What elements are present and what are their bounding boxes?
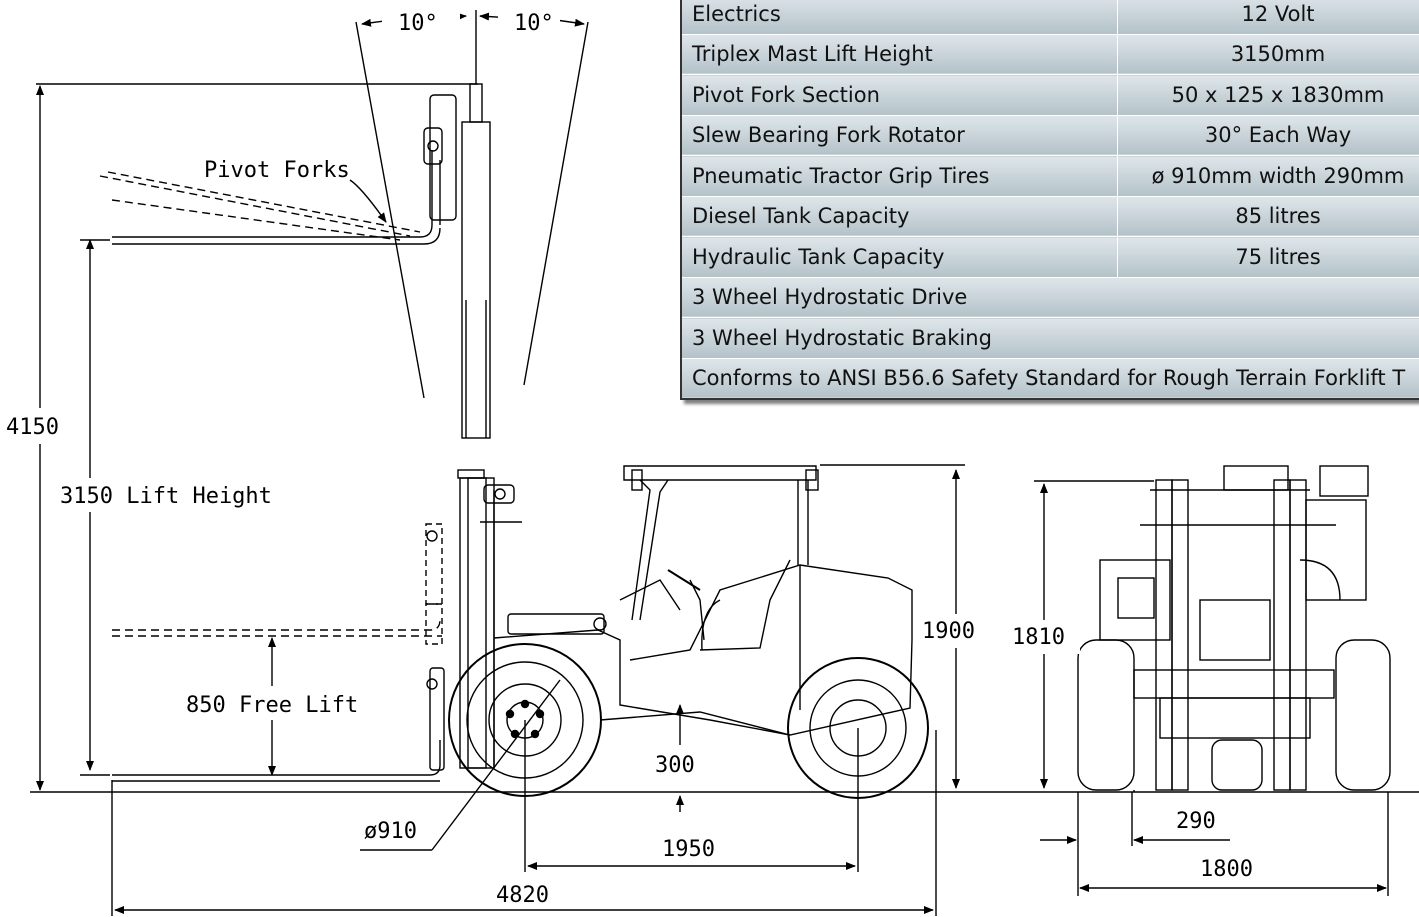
spec-label: 3 Wheel Hydrostatic Drive xyxy=(681,277,1419,318)
spec-row: 3 Wheel Hydrostatic Braking xyxy=(681,317,1419,359)
spec-value: 30° Each Way xyxy=(1117,115,1419,156)
spec-label: Electrics xyxy=(681,0,1118,35)
spec-label: 3 Wheel Hydrostatic Braking xyxy=(681,317,1419,359)
dim-910-leader xyxy=(431,679,561,851)
overall-height-label: 1900 xyxy=(922,619,975,644)
angle-left-label: 10° xyxy=(398,11,438,36)
spec-label: Conforms to ANSI B56.6 Safety Standard f… xyxy=(681,358,1419,400)
tire-width-label: 290 xyxy=(1176,809,1216,834)
front-height-label: 1810 xyxy=(1012,625,1065,650)
total-height-label: 4150 xyxy=(6,415,59,440)
spec-value: 12 Volt xyxy=(1117,0,1419,35)
spec-value: 85 litres xyxy=(1117,196,1419,237)
ground-clearance-label: 300 xyxy=(655,753,695,778)
wheelbase-label: 1950 xyxy=(662,837,715,862)
mast-top-view xyxy=(36,10,589,439)
spec-label: Diesel Tank Capacity xyxy=(681,196,1118,237)
spec-value: 3150mm xyxy=(1117,34,1419,75)
overall-length-label: 4820 xyxy=(496,883,549,908)
lift-height-label: 3150 Lift Height xyxy=(60,484,272,509)
spec-label: Slew Bearing Fork Rotator xyxy=(681,115,1118,156)
spec-row: 3 Wheel Hydrostatic Drive xyxy=(681,277,1419,318)
free-lift-label: 850 Free Lift xyxy=(186,693,358,718)
overall-width-label: 1800 xyxy=(1200,857,1253,882)
wheel-diameter-label: ø910 xyxy=(364,819,417,844)
spec-label: Hydraulic Tank Capacity xyxy=(681,236,1118,278)
forklift-front-view xyxy=(1077,465,1391,792)
spec-label: Triplex Mast Lift Height xyxy=(681,34,1118,75)
spec-value: 75 litres xyxy=(1117,236,1419,278)
pivot-forks-label: Pivot Forks xyxy=(204,158,350,183)
spec-value: ø 910mm width 290mm xyxy=(1117,155,1419,197)
spec-value: 50 x 125 x 1830mm xyxy=(1117,74,1419,116)
spec-label: Pneumatic Tractor Grip Tires xyxy=(681,155,1118,197)
spec-label: Pivot Fork Section xyxy=(681,74,1118,116)
angle-right-label: 10° xyxy=(514,11,554,36)
spec-row: Conforms to ANSI B56.6 Safety Standard f… xyxy=(681,358,1419,400)
forklift-side-view xyxy=(112,465,929,799)
